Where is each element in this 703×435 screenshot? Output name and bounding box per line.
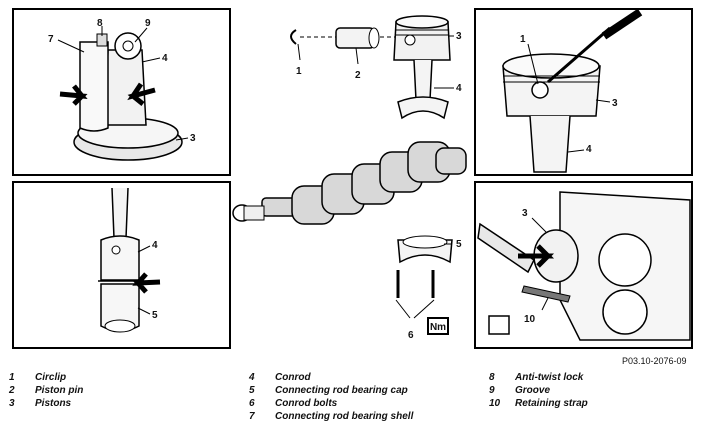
callout-1: 1 [520, 34, 526, 45]
legend-text: Piston pin [35, 385, 84, 396]
legend-text: Circlip [35, 372, 67, 383]
callout-3: 3 [190, 133, 196, 144]
legend-text: Anti-twist lock [515, 372, 584, 383]
callout-3: 3 [612, 98, 618, 109]
callout-6: 6 [408, 330, 414, 341]
callout-10: 10 [524, 314, 536, 325]
callout-4: 4 [456, 83, 462, 94]
legend-text: Conrod [275, 372, 311, 383]
legend-number: 8 [489, 372, 495, 383]
callout-4: 4 [162, 53, 168, 64]
legend-text: Connecting rod bearing cap [275, 385, 408, 396]
callout-9: 9 [145, 18, 151, 29]
legend-number: 3 [9, 398, 15, 409]
panel-circlip [474, 8, 693, 176]
legend-text: Conrod bolts [275, 398, 338, 409]
legend-text: Groove [515, 385, 551, 396]
figure-reference: P03.10-2076-09 [622, 356, 687, 366]
legend-number: 4 [249, 372, 255, 383]
callout-3: 3 [456, 31, 462, 42]
legend-text: Pistons [35, 398, 72, 409]
legend-number: 6 [249, 398, 255, 409]
legend-number: 7 [249, 411, 255, 422]
legend-text: Retaining strap [515, 398, 588, 409]
legend-number: 2 [9, 385, 15, 396]
center-exploded-parts [232, 15, 467, 335]
panel-conrod-cap [12, 181, 231, 349]
callout-5: 5 [456, 239, 462, 250]
callout-4: 4 [152, 240, 158, 251]
callout-2: 2 [355, 70, 361, 81]
callout-7: 7 [48, 34, 54, 45]
callout-3: 3 [522, 208, 528, 219]
callout-5: 5 [152, 310, 158, 321]
legend-number: 1 [9, 372, 15, 383]
legend-number: 9 [489, 385, 495, 396]
panel-bearing-shell [12, 8, 231, 176]
legend-number: 10 [489, 398, 501, 409]
exploded-diagram: 7 8 9 4 3 4 5 [12, 8, 693, 349]
callout-8: 8 [97, 18, 103, 29]
legend-number: 5 [249, 385, 255, 396]
legend-text: Connecting rod bearing shell [275, 411, 414, 422]
callout-4: 4 [586, 144, 592, 155]
torque-badge: Nm [430, 322, 446, 333]
callout-1: 1 [296, 66, 302, 77]
panel-piston-insertion [474, 181, 693, 349]
